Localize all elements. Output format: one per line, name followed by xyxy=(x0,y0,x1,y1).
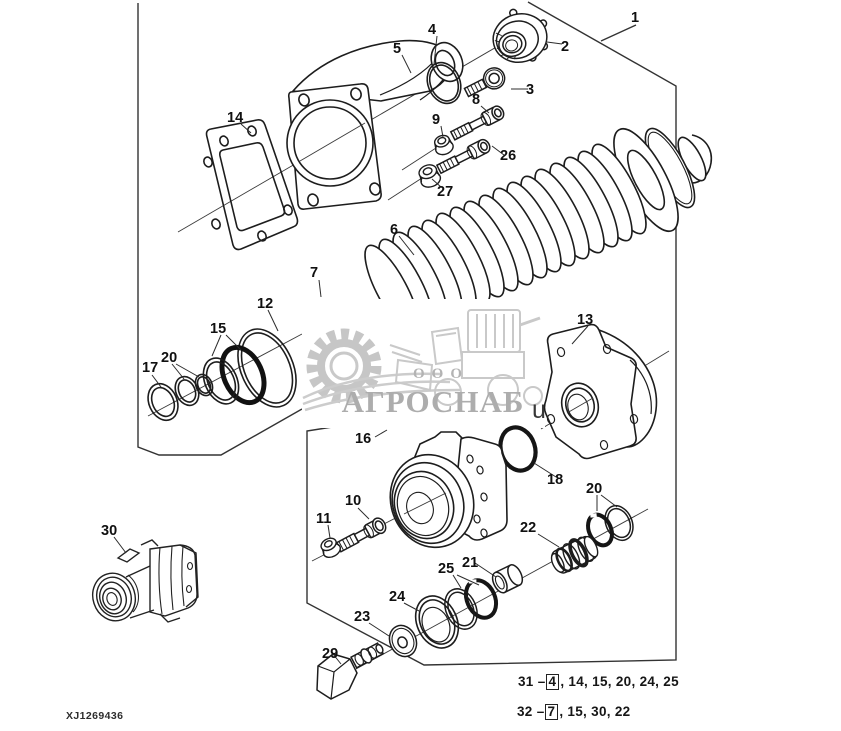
part-pump-30 xyxy=(91,539,199,623)
callout-24: 24 xyxy=(389,589,405,605)
part-oring-15-black xyxy=(219,344,267,406)
note-31-refs: , 14, 15, 20, 24, 25 xyxy=(560,674,679,689)
part-ring-20b xyxy=(174,375,200,407)
callout-20-bottom: 20 xyxy=(586,481,602,497)
part-washer-11 xyxy=(320,537,342,559)
part-coupler-22 xyxy=(550,535,599,574)
part-bolt-3 xyxy=(463,67,506,98)
note-32: 32 –7, 15, 30, 22 xyxy=(517,704,630,720)
part-gasket-14 xyxy=(203,119,299,251)
note-31-dash: – xyxy=(537,674,546,689)
callout-8: 8 xyxy=(472,92,480,108)
callout-17: 17 xyxy=(142,360,158,376)
callout-18: 18 xyxy=(547,472,563,488)
part-cap-2 xyxy=(492,8,549,63)
flange-13-holes xyxy=(546,343,639,451)
part-bolt-26 xyxy=(435,138,491,175)
callout-15: 15 xyxy=(210,321,226,337)
callout-16: 16 xyxy=(355,431,371,447)
part-flange-13 xyxy=(543,323,658,460)
callout-29: 29 xyxy=(322,646,338,662)
callout-3: 3 xyxy=(526,82,534,98)
callout-21: 21 xyxy=(462,555,478,571)
callout-13: 13 xyxy=(577,312,593,328)
gasket-bolt-holes xyxy=(203,125,293,242)
part-bolt-8 xyxy=(449,105,505,141)
note-32-dash: – xyxy=(536,704,545,719)
watermark: ООО АГРОСНАБ u xyxy=(302,299,546,428)
part-bushing-21 xyxy=(491,564,524,594)
note-32-number: 32 xyxy=(517,704,533,719)
part-ring-12 xyxy=(237,328,297,408)
callout-6: 6 xyxy=(390,222,398,238)
pump-16-holes xyxy=(466,454,488,538)
part-ring-17 xyxy=(147,382,179,422)
callout-10: 10 xyxy=(345,493,361,509)
note-31: 31 –4, 14, 15, 20, 24, 25 xyxy=(518,674,679,690)
part-ring-15-backup xyxy=(202,357,240,405)
callout-9: 9 xyxy=(432,112,440,128)
part-snapring-20-bottom-black xyxy=(586,512,614,548)
leader-lines xyxy=(113,35,618,665)
note-31-number: 31 xyxy=(518,674,534,689)
callout-labels: 1 2 3 4 5 6 7 8 9 10 11 12 13 14 15 16 1… xyxy=(101,10,639,662)
part-seal-24 xyxy=(414,595,460,649)
watermark-combine-icon xyxy=(389,309,543,406)
callout-1: 1 xyxy=(631,10,639,26)
part-housing-5 xyxy=(286,39,464,210)
callout-30: 30 xyxy=(101,523,117,539)
part-ring-20-bottom-white xyxy=(604,504,634,542)
callout-23: 23 xyxy=(354,609,370,625)
watermark-u-char: u xyxy=(532,396,546,424)
watermark-company-text: АГРОСНАБ xyxy=(342,384,525,419)
part-oring-4 xyxy=(426,61,462,105)
callout-12: 12 xyxy=(257,296,273,312)
callout-11: 11 xyxy=(316,511,331,527)
callout-14: 14 xyxy=(227,110,243,126)
part-nut-9 xyxy=(433,134,454,156)
callout-27: 27 xyxy=(437,184,453,200)
assembly-frame xyxy=(137,1,677,666)
part-ring-20a xyxy=(194,373,214,397)
note-31-boxed-ref: 4 xyxy=(545,674,560,690)
callout-2: 2 xyxy=(561,39,569,55)
callout-25: 25 xyxy=(438,561,454,577)
watermark-gear-icon xyxy=(306,328,382,404)
callout-7: 7 xyxy=(310,265,318,281)
part-bolt-10 xyxy=(335,517,387,553)
drawing-code: XJ1269436 xyxy=(66,710,124,722)
part-washer-23 xyxy=(388,624,418,658)
callout-20-top: 20 xyxy=(161,350,177,366)
seal-ring-cluster xyxy=(147,328,297,422)
part-washer-27 xyxy=(418,164,442,188)
watermark-ooo-text: ООО xyxy=(413,366,469,382)
note-32-boxed-ref: 7 xyxy=(544,704,559,720)
housing-bolt-holes xyxy=(298,87,381,207)
part-fitting-29 xyxy=(316,642,385,700)
note-32-refs: , 15, 30, 22 xyxy=(559,704,631,719)
callout-26: 26 xyxy=(500,148,516,164)
callout-4: 4 xyxy=(428,22,436,38)
part-ring-25-white xyxy=(444,588,478,630)
callout-5: 5 xyxy=(393,41,401,57)
part-pump-16 xyxy=(389,431,508,549)
callout-22: 22 xyxy=(520,520,536,536)
